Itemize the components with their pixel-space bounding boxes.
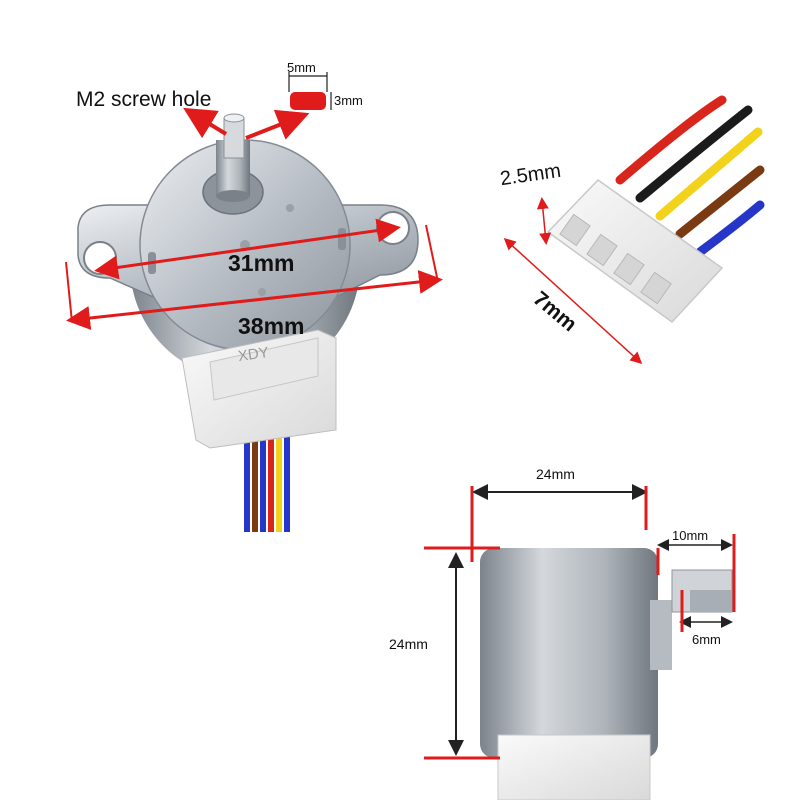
connector-view	[503, 95, 765, 365]
side-can	[480, 548, 658, 758]
side-height-label: 24mm	[389, 636, 428, 652]
shaft-width-label: 5mm	[287, 60, 316, 75]
motor-wires	[244, 420, 290, 532]
motor-top-view	[65, 72, 443, 532]
connector-body	[546, 179, 724, 323]
side-width-label: 24mm	[536, 466, 575, 482]
connector-width-dimension	[503, 237, 643, 365]
flange-width-dimension	[66, 270, 443, 330]
hole-spacing-dimension	[94, 218, 401, 280]
flange-width-label: 38mm	[238, 313, 305, 339]
shaft-length-label: 10mm	[672, 528, 709, 543]
screw-hole-arrow-left	[183, 107, 228, 139]
shaft-profile-icon	[290, 92, 326, 110]
screw-hole-label: M2 screw hole	[76, 88, 212, 111]
connector-height-dimension	[536, 197, 552, 245]
shaft-flat-label: 3mm	[334, 93, 363, 108]
motor-side-view	[424, 484, 736, 800]
hole-spacing-label: 31mm	[228, 250, 295, 276]
shaft-flat-length-label: 6mm	[692, 632, 721, 647]
screw-hole-arrow-right	[245, 109, 310, 140]
motor-shaft	[202, 113, 264, 215]
connector-wires	[615, 95, 765, 257]
